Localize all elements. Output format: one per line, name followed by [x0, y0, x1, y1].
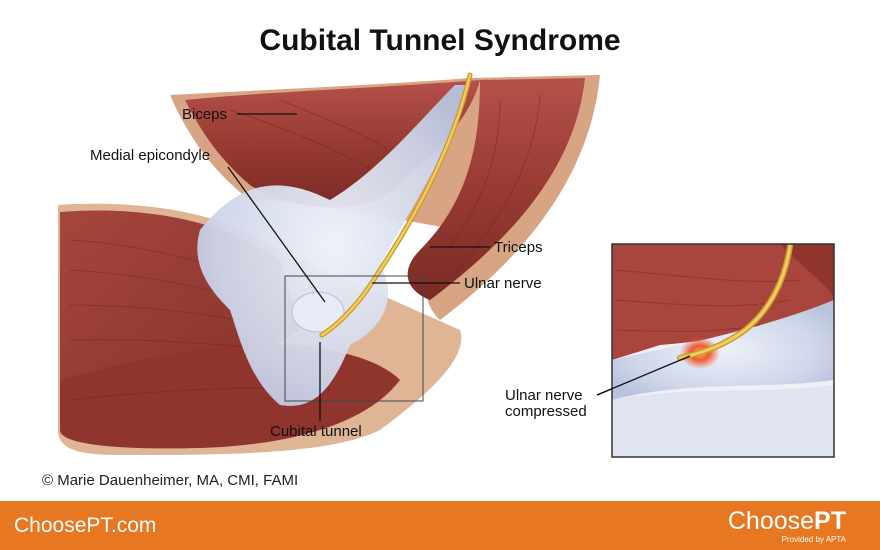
label-biceps: Biceps: [182, 106, 227, 123]
label-ulnar-nerve: Ulnar nerve: [464, 275, 542, 292]
page-title: Cubital Tunnel Syndrome: [259, 24, 621, 57]
label-triceps: Triceps: [494, 239, 543, 256]
label-medial-epicondyle: Medial epicondyle: [90, 147, 210, 164]
footer-bar: ChoosePT.com ChoosePT Provided by APTA: [0, 501, 880, 550]
zoom-region-box: [284, 275, 424, 402]
elbow-illustration: Biceps Medial epicondyle Triceps Ulnar n…: [58, 72, 835, 458]
logo-tagline: Provided by APTA: [781, 535, 846, 544]
tendon-tissue: [197, 85, 470, 406]
inset-zoom-view: [611, 243, 835, 458]
arm-drawing: [58, 72, 600, 455]
footer-site-link[interactable]: ChoosePT.com: [14, 514, 157, 537]
label-cubital-tunnel: Cubital tunnel: [270, 423, 362, 440]
logo-text-light: Choose: [727, 507, 815, 535]
logo-text-bold: PT: [814, 507, 846, 535]
copyright-credit: © Marie Dauenheimer, MA, CMI, FAMI: [42, 472, 299, 489]
label-compressed-line1: Ulnar nerve: [505, 387, 583, 404]
label-compressed-line2: compressed: [505, 403, 587, 420]
triceps-muscle: [407, 78, 585, 300]
choosept-logo[interactable]: ChoosePT Provided by APTA: [728, 507, 846, 545]
